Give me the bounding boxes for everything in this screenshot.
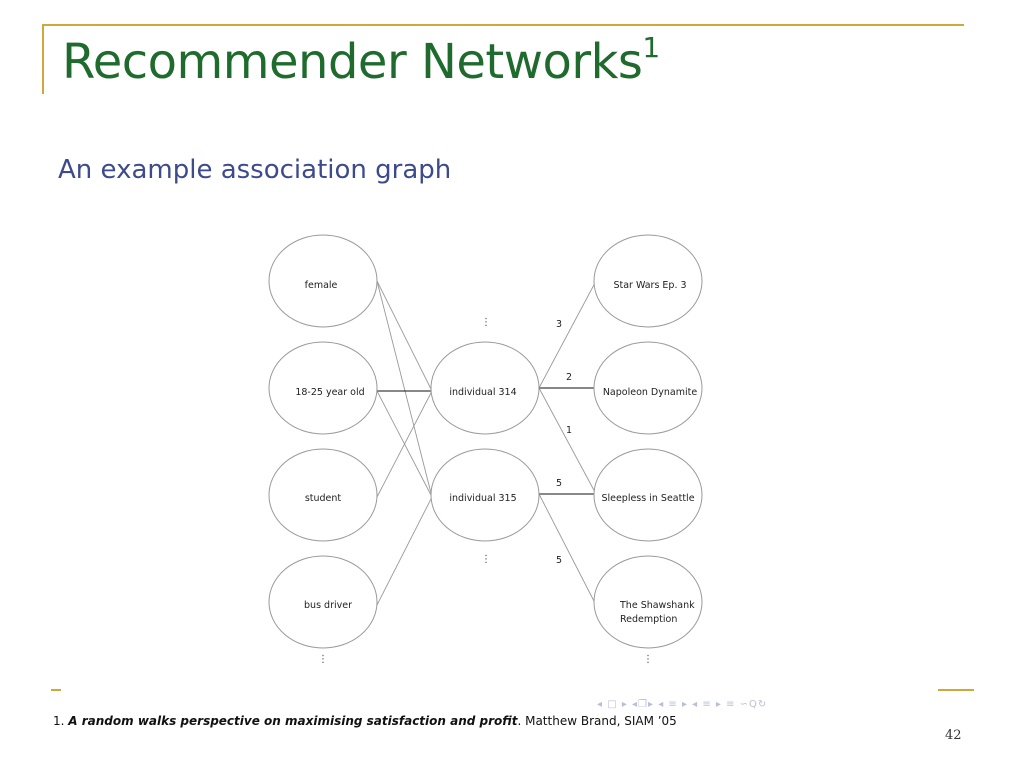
node-label-sleepless-in-seattle: Sleepless in Seattle	[601, 493, 694, 504]
rating-314-napoleon: 2	[566, 372, 572, 383]
node-label-bus-driver: bus driver	[304, 600, 352, 611]
edge-314-sleepless	[538, 387, 597, 495]
bottom-right-accent	[938, 689, 974, 691]
title-footnote-marker: 1	[642, 31, 660, 64]
node-sleepless-in-seattle	[593, 448, 703, 542]
node-individual-315	[430, 448, 540, 542]
bottom-left-accent	[51, 689, 61, 691]
node-label-individual-315: individual 315	[449, 493, 516, 504]
edge-314-starwars	[538, 280, 597, 389]
rating-314-star-wars: 3	[556, 319, 562, 330]
node-bus-driver	[268, 555, 378, 649]
individual-ellipsis-top: ⋮	[481, 317, 491, 328]
attribute-nodes: female 18-25 year old student bus driver…	[268, 234, 378, 665]
rating-314-sleepless: 1	[566, 425, 572, 436]
footnote-number: 1.	[53, 714, 65, 728]
slide-subtitle: An example association graph	[58, 155, 452, 185]
node-label-student: student	[305, 493, 342, 504]
edge-female-315	[376, 280, 433, 498]
node-label-shawshank-line1: The Shawshank	[619, 600, 695, 611]
node-individual-314	[430, 341, 540, 435]
node-label-star-wars: Star Wars Ep. 3	[613, 280, 686, 291]
footnote: 1. A random walks perspective on maximis…	[53, 714, 677, 728]
individual-nodes: individual 314 individual 315 ⋮ ⋮	[430, 317, 540, 565]
edge-student-314	[376, 390, 433, 498]
node-label-napoleon-dynamite: Napoleon Dynamite	[603, 387, 698, 398]
node-label-individual-314: individual 314	[449, 387, 516, 398]
node-student	[268, 448, 378, 542]
node-female	[268, 234, 378, 328]
slide-title: Recommender Networks1	[62, 31, 660, 90]
left-accent-rule	[42, 24, 44, 94]
attribute-ellipsis: ⋮	[318, 654, 328, 665]
top-accent-rule	[42, 24, 964, 26]
node-label-female: female	[305, 280, 338, 291]
movie-ellipsis: ⋮	[643, 654, 653, 665]
node-star-wars	[593, 234, 703, 328]
node-napoleon-dynamite	[593, 341, 703, 435]
rating-315-sleepless: 5	[556, 478, 562, 489]
edge-315-shawshank	[538, 493, 597, 606]
footnote-citation: . Matthew Brand, SIAM ’05	[517, 714, 677, 728]
node-18-25-year-old	[268, 341, 378, 435]
beamer-navigation-icons[interactable]: ◂ □ ▸ ◂❐▸ ◂ ≡ ▸ ◂ ≡ ▸ ≡ ∽Q↻	[597, 699, 768, 710]
edge-female-314	[376, 280, 433, 392]
movie-nodes: Star Wars Ep. 3 Napoleon Dynamite Sleepl…	[593, 234, 703, 665]
individual-ellipsis-bottom: ⋮	[481, 554, 491, 565]
node-label-18-25-year-old: 18-25 year old	[295, 387, 364, 398]
edge-busdriver-315	[376, 496, 433, 606]
rating-315-shawshank: 5	[556, 555, 562, 566]
edges	[376, 280, 597, 606]
node-label-shawshank-line2: Redemption	[620, 614, 677, 625]
rating-labels: 3 2 1 5 5	[556, 319, 572, 566]
page-number: 42	[945, 728, 962, 743]
slide-title-text: Recommender Networks	[62, 34, 643, 90]
node-shawshank-redemption	[593, 555, 703, 649]
footnote-paper-title: A random walks perspective on maximising…	[68, 714, 518, 728]
